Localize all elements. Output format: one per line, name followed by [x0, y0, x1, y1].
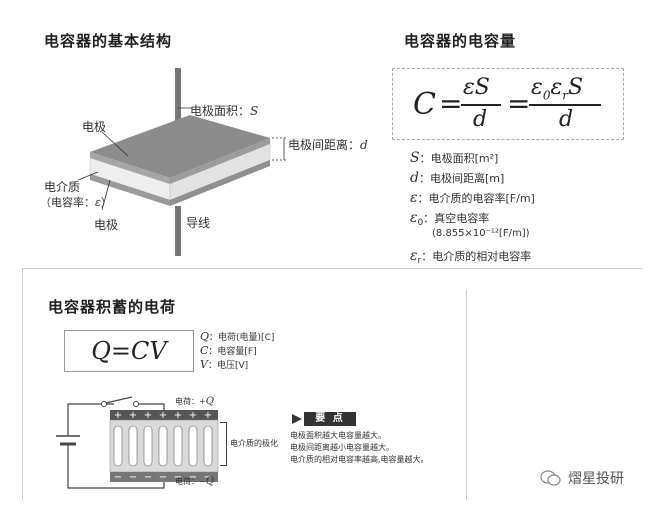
watermark-text: 熠星投研	[568, 471, 624, 487]
negative-plate	[110, 472, 218, 482]
capacitor-structure-diagram	[77, 68, 288, 256]
structure-title: 电容器的基本结构	[44, 32, 173, 50]
keypoint-item: 电介质的相对电容率越高,电容量越大。	[290, 455, 429, 464]
plus-charge: +	[114, 410, 122, 421]
keypoint-item: 电极面积越大电容量越大。	[290, 431, 386, 440]
legend-row: (8.855×10⁻¹²[F/m])	[432, 228, 530, 239]
formula-frac2-den: d	[559, 107, 574, 132]
formula-frac1-num: εS	[463, 75, 490, 100]
top-electrode-side	[170, 138, 270, 184]
circuit-wire	[114, 480, 165, 489]
bottom-electrode-front	[90, 174, 170, 206]
polarization-bracket	[220, 422, 227, 466]
keypoint-arrow-icon	[292, 414, 302, 424]
legend-row: ε：电介质的电容率[F/m]	[410, 190, 535, 206]
label-dielectric-permittivity: （电容率：ε）	[40, 196, 112, 209]
top-wire	[175, 68, 181, 140]
charge-marks: + − + − + − + − + − + − + −	[113, 410, 213, 483]
minus-charge: −	[159, 472, 167, 483]
top-electrode	[90, 115, 270, 178]
formula-frac1-den: d	[473, 107, 488, 132]
dipole	[188, 425, 198, 467]
label-charge-bottom: 电荷：−Q	[175, 476, 214, 487]
dipole	[113, 425, 123, 467]
capacitance-legend: S：电极面积[m²] d：电极间距离[m] ε：电介质的电容率[F/m] ε0：…	[410, 150, 640, 268]
qcv-formula-box: Q=CV	[64, 330, 194, 372]
legend-row: d：电极间距离[m]	[410, 170, 505, 186]
plus-charge: +	[129, 410, 137, 421]
minus-charge: −	[174, 472, 182, 483]
keypoint-list: 电极面积越大电容量越大。 电极间距离越小电容量越大。 电介质的相对电容率越高,电…	[290, 430, 429, 466]
keypoint-header: 要 点	[290, 412, 356, 426]
wechat-icon	[540, 470, 561, 486]
legend-row: εr：电介质的相对电容率	[410, 248, 532, 267]
dipole	[203, 425, 213, 467]
qcv-definitions: Q：电荷(电量)[C] C：电容量[F] V：电压[V]	[200, 330, 274, 372]
dipole	[143, 425, 153, 467]
horizontal-divider	[22, 268, 642, 269]
bottom-electrode-side	[170, 160, 270, 206]
minus-charge: −	[129, 472, 137, 483]
legend-row: S：电极面积[m²]	[410, 150, 499, 166]
label-charge-top: 电荷：+Q	[175, 396, 214, 407]
top-electrode-front	[90, 152, 170, 184]
plus-charge: +	[144, 410, 152, 421]
formula-eq1: =	[439, 87, 463, 120]
def-row: V：电压[V]	[200, 358, 249, 371]
bottom-wire	[175, 206, 181, 256]
dipole	[173, 425, 183, 467]
plus-charge: +	[204, 410, 212, 421]
capacitance-formula-box: C = εS d = ε0εrS d	[392, 68, 624, 140]
formula-eq2: =	[507, 87, 531, 120]
minus-charge: −	[204, 472, 212, 483]
dipole	[158, 425, 168, 467]
def-row: C：电容量[F]	[200, 344, 257, 357]
formula-frac1-bar	[461, 104, 501, 106]
label-electrode-distance: 电极间距离：d	[288, 138, 368, 152]
dipole	[128, 425, 138, 467]
circuit-wire	[67, 403, 114, 436]
label-wire: 导线	[186, 216, 211, 230]
charge-circuit-diagram: + − + − + − + − + − + − + −	[56, 396, 219, 489]
minus-charge: −	[114, 472, 122, 483]
keypoint-title: 要 点	[304, 412, 356, 426]
switch-contact	[101, 401, 107, 407]
minus-charge: −	[189, 472, 197, 483]
switch-lever	[105, 396, 133, 404]
plus-charge: +	[159, 410, 167, 421]
vertical-divider-left	[22, 269, 23, 501]
capacitance-title: 电容器的电容量	[404, 32, 517, 50]
circuit-wire	[136, 403, 165, 410]
label-dielectric: 电介质	[44, 180, 81, 194]
formula-frac2-num: ε0εrS	[531, 75, 584, 103]
def-row: Q：电荷(电量)[C]	[200, 330, 275, 343]
minus-charge: −	[144, 472, 152, 483]
watermark: 熠星投研	[540, 468, 624, 488]
positive-plate	[110, 410, 218, 420]
plus-charge: +	[189, 410, 197, 421]
keypoint-item: 电极间距离越小电容量越大。	[290, 443, 394, 452]
label-polarization: 电介质的极化	[230, 439, 278, 448]
vertical-divider-mid	[466, 290, 467, 500]
qcv-formula: Q=CV	[91, 337, 167, 365]
storage-title: 电容器积蓄的电荷	[48, 298, 177, 316]
label-electrode-area: 电极面积：S	[190, 104, 259, 118]
legend-row: ε0：真空电容率	[410, 210, 490, 229]
label-electrode-bottom: 电极	[94, 218, 119, 232]
plus-charge: +	[174, 410, 182, 421]
switch-contact	[133, 401, 139, 407]
formula-lhs: C	[413, 87, 436, 122]
label-electrode-top: 电极	[82, 120, 107, 134]
formula-frac2-bar	[529, 104, 601, 106]
circuit-wire	[67, 448, 114, 489]
